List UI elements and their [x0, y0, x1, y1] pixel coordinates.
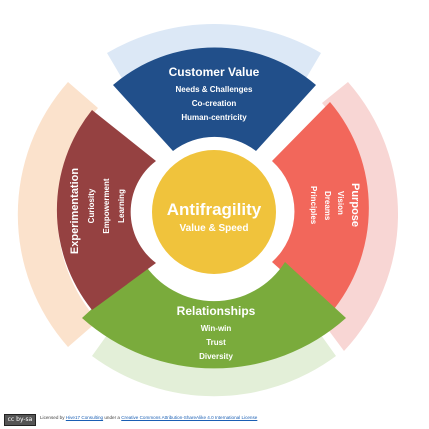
- experimentation-title: Experimentation: [69, 168, 81, 254]
- customer-value-title: Customer Value: [169, 65, 260, 79]
- customer-value-segment: [113, 47, 316, 152]
- experimentation-segment: [56, 110, 156, 310]
- outer-ring-orange: [17, 82, 99, 347]
- experimentation-item: Empowerment: [102, 178, 111, 233]
- license-middle: under a: [103, 415, 122, 420]
- experimentation-item: Curiosity: [87, 188, 96, 223]
- experimentation-item: Learning: [117, 189, 126, 223]
- antifragility-diagram: Antifragility Value & Speed Customer Val…: [17, 24, 399, 397]
- purpose-segment: [272, 102, 369, 314]
- relationships-item: Diversity: [199, 352, 233, 361]
- customer-item: Needs & Challenges: [176, 85, 253, 94]
- relationships-item: Win-win: [201, 324, 232, 333]
- purpose-item: Principles: [309, 186, 318, 225]
- purpose-item: Vision: [336, 191, 345, 215]
- customer-item: Co-creation: [192, 99, 237, 108]
- relationships-item: Trust: [206, 338, 226, 347]
- purpose-title: Purpose: [349, 183, 361, 227]
- license-text: Licensed by Hive17 Consulting under a Cr…: [40, 415, 257, 420]
- relationships-segment: [82, 262, 346, 369]
- license-bar: cc by-sa Licensed by Hive17 Consulting u…: [0, 412, 429, 426]
- center-subtitle: Value & Speed: [180, 223, 249, 234]
- license-prefix: Licensed by: [40, 415, 66, 420]
- customer-item: Human-centricity: [181, 113, 247, 122]
- purpose-item: Dreams: [323, 191, 332, 221]
- antifragility-core: [152, 150, 276, 274]
- cc-license-badge[interactable]: cc by-sa: [4, 414, 36, 426]
- relationships-title: Relationships: [177, 304, 256, 318]
- outer-ring-red: [318, 82, 399, 351]
- center-title: Antifragility: [167, 200, 262, 219]
- license-owner-link[interactable]: Hive17 Consulting: [65, 415, 104, 420]
- license-name-link[interactable]: Creative Commons Attribution-ShareAlike …: [121, 415, 258, 420]
